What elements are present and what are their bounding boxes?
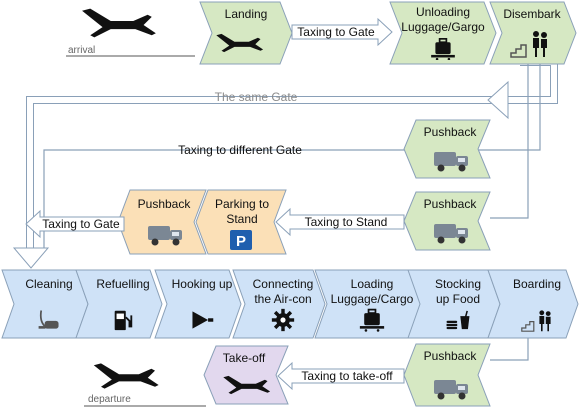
departure-caption: departure bbox=[88, 394, 131, 405]
same-gate-label: The same Gate bbox=[215, 90, 298, 104]
ops-label-3: Connecting bbox=[253, 277, 314, 291]
ops-label-5: up Food bbox=[436, 292, 480, 306]
taxing-to-takeoff-arrow-label: Taxing to take-off bbox=[301, 369, 393, 383]
arrival-caption: arrival bbox=[68, 45, 95, 56]
takeoff-label: Take-off bbox=[223, 351, 266, 365]
stand-to-gate-arrow bbox=[25, 209, 125, 239]
ops-label-6: Boarding bbox=[513, 277, 561, 291]
stand-to-gate-arrow-label: Taxing to Gate bbox=[42, 217, 120, 231]
ops-step-2 bbox=[154, 269, 242, 339]
arrival-plane-icon bbox=[82, 8, 156, 38]
taxing-to-stand-arrow bbox=[275, 207, 405, 237]
ops-label-0: Cleaning bbox=[25, 277, 72, 291]
ops-step-1 bbox=[75, 269, 163, 339]
pushback-takeoff-label: Pushback bbox=[424, 349, 478, 363]
parking-label: Parking to bbox=[215, 197, 269, 211]
plane-icon bbox=[2, 6, 74, 34]
ops-label-4: Luggage/Cargo bbox=[331, 292, 414, 306]
unloading-step bbox=[389, 1, 497, 65]
taxing-to-gate-arrow bbox=[291, 17, 393, 47]
ops-label-1: Refuelling bbox=[96, 277, 149, 291]
parking-sign-letter: P bbox=[236, 233, 246, 250]
same-gate-arrow bbox=[487, 80, 509, 120]
parking-sign-icon bbox=[230, 230, 252, 250]
landing-step bbox=[199, 1, 293, 65]
different-gate-label: Taxing to different Gate bbox=[178, 143, 302, 157]
disembark-step bbox=[489, 1, 577, 65]
pushback-to-stand-label: Pushback bbox=[424, 197, 478, 211]
plane-icon bbox=[2, 6, 74, 34]
gear-icon bbox=[271, 308, 295, 332]
ops-label-5: Stocking bbox=[435, 277, 481, 291]
to-cleaning-arrow bbox=[12, 247, 50, 269]
ops-label-4: Loading bbox=[351, 277, 394, 291]
ops-step-3 bbox=[232, 269, 326, 339]
ops-label-2: Hooking up bbox=[172, 277, 233, 291]
landing-label: Landing bbox=[225, 7, 268, 21]
taxing-to-stand-arrow-label: Taxing to Stand bbox=[305, 215, 388, 229]
unloading-label: Luggage/Gargo bbox=[401, 20, 485, 34]
parking-to-stand-step bbox=[195, 189, 287, 255]
disembark-label: Disembark bbox=[503, 7, 561, 21]
taxing-to-gate-arrow-label: Taxing to Gate bbox=[297, 25, 375, 39]
taxing-to-takeoff-arrow bbox=[277, 361, 405, 391]
pushback-different-gate-label: Pushback bbox=[424, 125, 478, 139]
stand-pushback-label: Pushback bbox=[138, 197, 192, 211]
parking-label: Stand bbox=[226, 212, 257, 226]
departure-plane-icon bbox=[93, 363, 159, 389]
pushback-different-gate bbox=[403, 119, 491, 179]
ops-label-3: the Air-con bbox=[254, 292, 311, 306]
ops-step-6 bbox=[487, 269, 579, 339]
unloading-label: Unloading bbox=[416, 5, 470, 19]
